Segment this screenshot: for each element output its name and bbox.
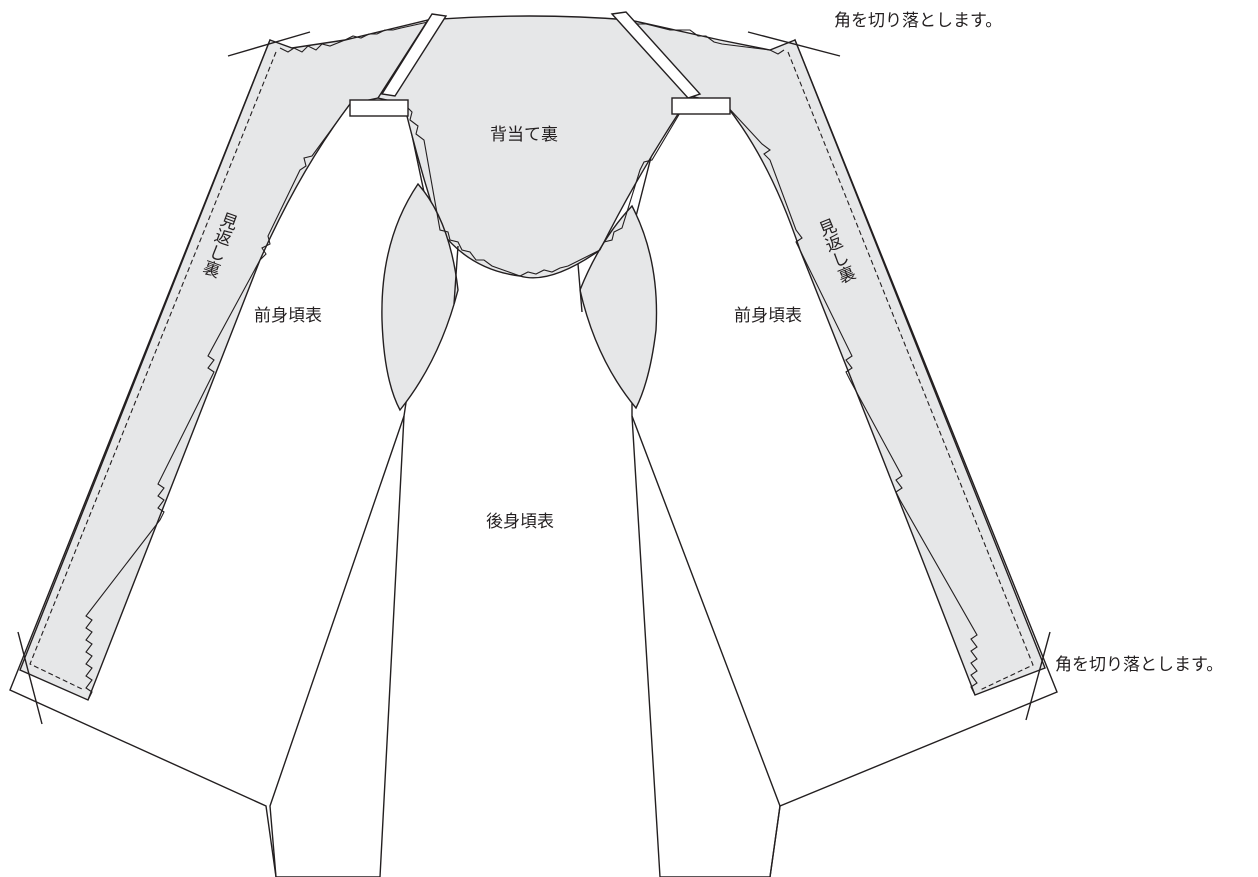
label-front-body-right: 前身頃表 — [734, 306, 802, 326]
label-back-body: 後身頃表 — [486, 512, 554, 532]
corner-cut-line-bottom-right — [1025, 631, 1051, 721]
note-cut-corner-right: 角を切り落とします。 — [1055, 655, 1223, 675]
zigzag-edge-left — [85, 103, 351, 701]
corner-cut-line-top-left — [227, 31, 311, 57]
dart-left — [453, 245, 459, 305]
zigzag-edge-right — [724, 103, 978, 696]
facing-lining-right — [621, 19, 1046, 696]
gusset-left — [381, 182, 459, 412]
corner-cut-line-top-right — [747, 31, 841, 57]
dart-right — [577, 263, 583, 313]
note-cut-corner-top: 角を切り落とします。 — [834, 11, 1002, 31]
label-front-body-left: 前身頃表 — [254, 306, 322, 326]
zigzag-top-edge — [279, 21, 785, 55]
zigzag-yoke-bottom — [403, 95, 691, 277]
corner-cut-line-bottom-left — [17, 631, 43, 725]
strap-left — [380, 13, 448, 97]
facing-stitch-left — [29, 51, 277, 691]
strap-right — [610, 11, 702, 99]
gusset-right — [579, 204, 658, 410]
neck-tab-right — [671, 97, 731, 115]
label-back-yoke-lining: 背当て裏 — [490, 124, 558, 145]
facing-stitch-right — [787, 51, 1034, 691]
neck-tab-left — [349, 99, 409, 117]
back-body-outline — [269, 415, 781, 877]
